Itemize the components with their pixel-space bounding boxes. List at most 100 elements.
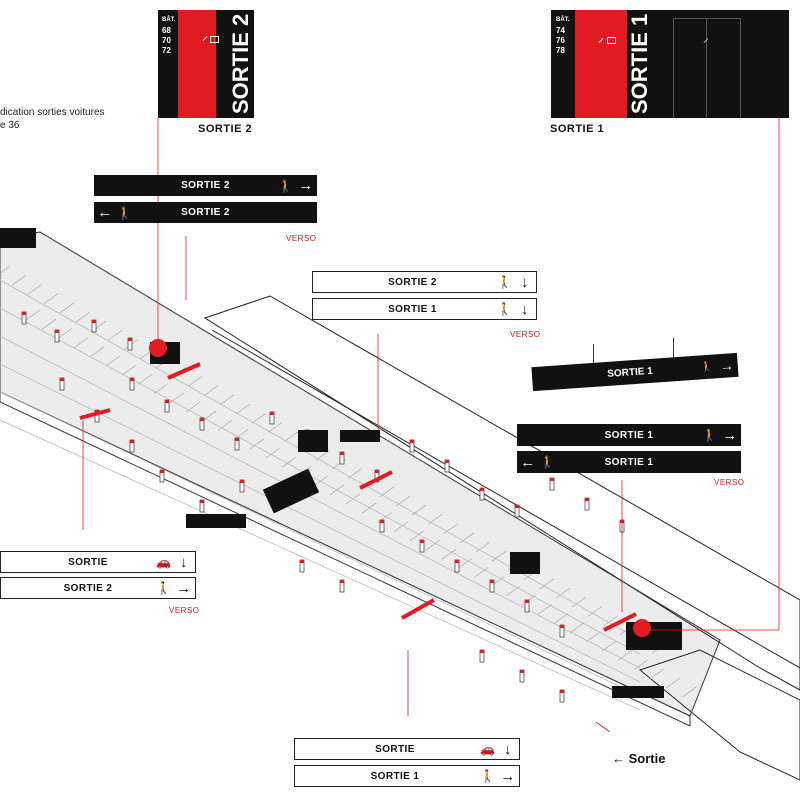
wayfinding-sign: SORTIE 1 🚶 ↓ — [312, 298, 537, 320]
building-number: 76 — [556, 36, 565, 45]
door-panel-sortie-1: BÂT. 74 76 78 SORTIE 1 — [551, 10, 789, 118]
stall-divider — [185, 401, 201, 413]
panel-caption: SORTIE 2 — [198, 123, 253, 135]
arrow-down-icon: ↓ — [504, 740, 512, 758]
exit-direction-label: ← Sortie — [612, 751, 665, 766]
door-panel-sortie-2: BÂT. 68 70 72 SORTIE 2 — [158, 10, 254, 118]
pillar-cap — [445, 460, 449, 463]
sign-label: SORTIE 1 — [370, 770, 420, 782]
stall-divider — [43, 293, 59, 304]
legend-note-line1: dication sorties voitures — [0, 107, 105, 118]
floor-edge — [0, 391, 691, 727]
stall-divider — [443, 523, 459, 534]
building-label: BÂT. — [556, 17, 570, 23]
stall-divider — [409, 530, 425, 542]
sign-label: SORTIE 1 — [604, 456, 654, 468]
pedestrian-icon: 🚶 — [540, 455, 556, 469]
wayfinding-sign: ← 🚶 SORTIE 2 — [94, 202, 317, 223]
pillar-cap — [455, 560, 459, 563]
stall-divider — [601, 640, 617, 652]
lane-line — [0, 335, 641, 669]
fire-extinguisher-icon — [210, 36, 219, 43]
stall-divider — [267, 422, 283, 433]
stall-divider — [361, 502, 377, 514]
door-leaf-divider — [706, 18, 707, 118]
legend-note: dication sorties voitures e 36 — [0, 106, 105, 132]
pillar-cap — [410, 440, 414, 443]
stall-divider — [281, 456, 297, 468]
verso-label: VERSO — [510, 330, 541, 339]
wall-block — [0, 228, 36, 248]
sign-label: SORTIE 1 — [388, 303, 437, 315]
stall-divider — [313, 475, 329, 486]
pillar-cap — [515, 505, 519, 508]
lane-line — [0, 419, 641, 711]
stall-divider — [427, 514, 443, 525]
stall-divider — [425, 539, 441, 551]
arrow-right-icon: → — [500, 767, 516, 785]
stall-divider — [537, 604, 553, 615]
lane-line — [0, 391, 641, 697]
wayfinding-sign: SORTIE 2 🚶 → — [0, 577, 196, 599]
stall-divider — [11, 274, 27, 286]
sign-label: SORTIE 1 — [606, 365, 654, 380]
stall-divider — [249, 438, 265, 450]
sign-label: SORTIE 2 — [181, 207, 230, 218]
stall-divider — [569, 622, 585, 634]
pillar-cap — [585, 498, 589, 501]
stall-divider — [347, 468, 363, 479]
exit-marker — [633, 619, 651, 637]
door-panel-red-band — [575, 10, 627, 118]
verso-label: VERSO — [714, 478, 745, 487]
stall-divider — [107, 330, 123, 341]
wayfinding-sign: ← 🚶 SORTIE 1 — [517, 451, 741, 473]
stall-divider — [617, 650, 633, 661]
service-corridor — [203, 295, 800, 691]
stall-divider — [73, 337, 89, 348]
stall-divider — [473, 567, 489, 578]
bike-station-icon — [298, 430, 328, 452]
stall-divider — [681, 686, 697, 698]
pillar-cap — [480, 650, 484, 653]
verso-label: VERSO — [286, 234, 317, 243]
pedestrian-icon: 🚶 — [278, 178, 294, 193]
wall-block — [612, 686, 664, 698]
pillar-cap — [340, 452, 344, 455]
wall-block — [340, 430, 380, 442]
stall-divider — [0, 265, 11, 274]
building-label: BÂT. — [162, 17, 176, 23]
building-number: 72 — [162, 46, 171, 55]
pillar-cap — [92, 320, 96, 323]
leader-line — [595, 721, 611, 733]
stall-divider — [329, 484, 345, 496]
red-floor-marking — [79, 408, 111, 420]
pillar-cap — [160, 470, 164, 473]
stall-divider — [235, 403, 251, 415]
sign-label: SORTIE 2 — [181, 180, 230, 191]
pillar-cap — [525, 600, 529, 603]
pillar-cap — [560, 625, 564, 628]
panel-vertical-text: SORTIE 1 — [627, 13, 652, 114]
wayfinding-sign: SORTIE 2 🚶 → — [94, 175, 317, 196]
pillar-cap — [490, 580, 494, 583]
stall-divider — [571, 596, 587, 608]
pillar-cap — [128, 338, 132, 341]
pillar-cap — [480, 488, 484, 491]
sign-label: SORTIE — [375, 743, 415, 755]
building-number: 78 — [556, 46, 565, 55]
pillar-cap — [235, 438, 239, 441]
stall-divider — [105, 355, 121, 367]
stall-divider — [491, 550, 507, 562]
stall-divider — [75, 311, 91, 323]
sign-label: SORTIE 1 — [604, 429, 654, 441]
building-numbers: 74 76 78 — [556, 26, 565, 56]
stall-divider — [89, 346, 105, 358]
red-floor-marking — [167, 362, 201, 380]
stall-divider — [283, 431, 299, 442]
arrow-down-icon: ↓ — [521, 300, 529, 318]
stall-divider — [345, 493, 361, 505]
pillar-cap — [420, 540, 424, 543]
stall-divider — [379, 486, 395, 498]
pillar-cap — [60, 378, 64, 381]
